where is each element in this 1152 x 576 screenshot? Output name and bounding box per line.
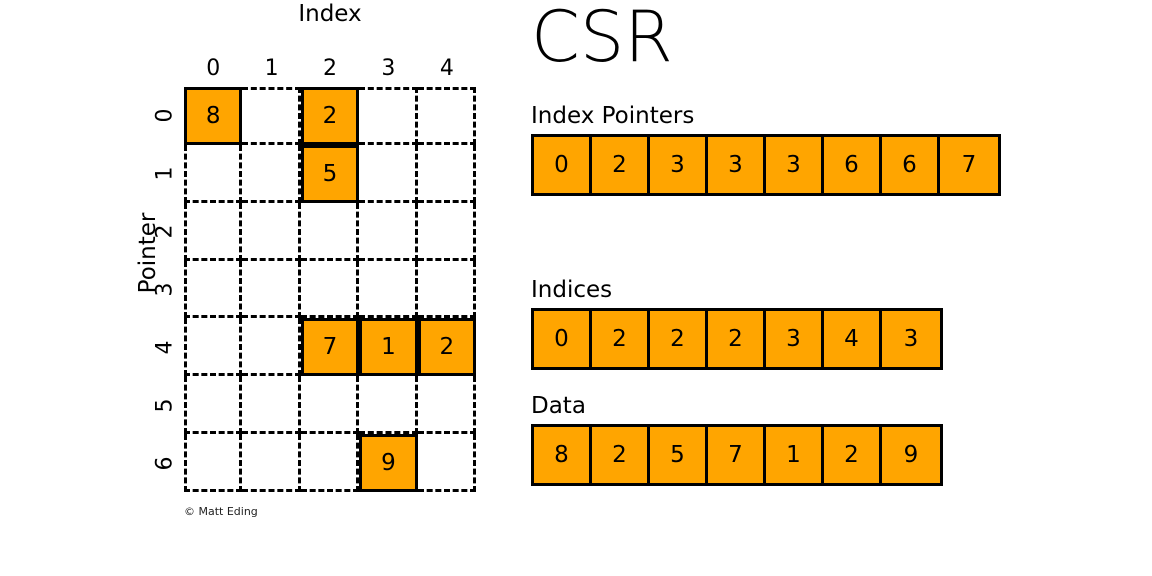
array-cell: 6: [824, 137, 882, 193]
matrix-cell-filled: 8: [184, 87, 243, 145]
row-header-label: 1: [152, 166, 178, 181]
column-header-row: 0 1 2 3 4: [184, 56, 476, 84]
matrix-cell-empty: [359, 87, 418, 145]
matrix-cell-filled: 1: [359, 318, 418, 377]
matrix-cell-filled: 2: [300, 87, 360, 145]
matrix-cell-empty: [242, 376, 301, 435]
row-header-label: 3: [152, 282, 178, 297]
matrix-cell-empty: [242, 202, 301, 261]
matrix-cell-empty: [184, 144, 243, 203]
matrix-cell-empty: [417, 87, 476, 145]
array-cell: 3: [882, 311, 940, 367]
array-cell: 3: [766, 137, 824, 193]
data-label: Data: [531, 393, 586, 419]
array-cell: 1: [766, 427, 824, 483]
array-cell: 4: [824, 311, 882, 367]
array-cell: 7: [940, 137, 998, 193]
array-cell: 2: [592, 311, 650, 367]
row-header-6: 6: [150, 434, 180, 492]
matrix-cell-empty: [242, 434, 301, 492]
column-header-4: 4: [439, 56, 454, 81]
row-header-label: 0: [152, 108, 178, 123]
array-cell: 2: [592, 427, 650, 483]
row-header-3: 3: [150, 261, 180, 319]
matrix-cell-empty: [300, 202, 360, 261]
array-cell: 6: [882, 137, 940, 193]
matrix-cell-empty: [300, 434, 360, 492]
column-header-3: 3: [381, 56, 396, 81]
matrix-cell-empty: [300, 376, 360, 435]
row-header-0: 0: [150, 87, 180, 145]
indices-label: Indices: [531, 277, 613, 303]
row-header-column: 0 1 2 3 4 5 6: [150, 87, 180, 492]
page-title: CSR: [531, 0, 673, 78]
column-header-2: 2: [323, 56, 338, 81]
array-cell: 0: [534, 311, 592, 367]
index-pointers-label: Index Pointers: [531, 103, 695, 129]
row-header-label: 5: [152, 398, 178, 413]
matrix-cell-filled: 2: [417, 318, 476, 377]
matrix-cell-empty: [417, 202, 476, 261]
matrix-cell-filled: 9: [359, 434, 418, 492]
array-cell: 7: [708, 427, 766, 483]
matrix-cell-empty: [184, 202, 243, 261]
array-cell: 0: [534, 137, 592, 193]
array-cell: 5: [650, 427, 708, 483]
credit-text: © Matt Eding: [184, 505, 258, 518]
matrix-cell-empty: [359, 376, 418, 435]
array-cell: 2: [824, 427, 882, 483]
row-header-label: 6: [152, 456, 178, 471]
matrix-cell-empty: [242, 87, 301, 145]
column-header-0: 0: [206, 56, 221, 81]
matrix-cell-empty: [300, 260, 360, 319]
row-header-4: 4: [150, 318, 180, 376]
matrix-cell-empty: [417, 144, 476, 203]
row-header-5: 5: [150, 376, 180, 434]
array-cell: 2: [592, 137, 650, 193]
matrix-cell-empty: [417, 434, 476, 492]
x-axis-title: Index: [298, 1, 362, 27]
column-header-1: 1: [264, 56, 279, 81]
matrix-cell-empty: [184, 376, 243, 435]
matrix-cell-empty: [242, 144, 301, 203]
array-cell: 9: [882, 427, 940, 483]
matrix-cell-filled: 7: [300, 318, 360, 377]
array-cell: 8: [534, 427, 592, 483]
matrix-cell-empty: [184, 260, 243, 319]
matrix-cell-empty: [359, 202, 418, 261]
array-cell: 2: [650, 311, 708, 367]
array-cell: 3: [708, 137, 766, 193]
matrix-cell-empty: [359, 260, 418, 319]
row-header-label: 4: [152, 340, 178, 355]
array-cell: 3: [650, 137, 708, 193]
matrix-cell-empty: [242, 260, 301, 319]
matrix-cell-filled: 5: [300, 144, 360, 203]
matrix-cell-empty: [359, 144, 418, 203]
matrix-cell-empty: [417, 376, 476, 435]
array-cell: 3: [766, 311, 824, 367]
matrix-cell-empty: [184, 434, 243, 492]
matrix-cell-empty: [242, 318, 301, 377]
matrix-cell-empty: [417, 260, 476, 319]
row-header-2: 2: [150, 203, 180, 261]
row-header-1: 1: [150, 145, 180, 203]
matrix-cell-empty: [184, 318, 243, 377]
array-cell: 2: [708, 311, 766, 367]
row-header-label: 2: [152, 224, 178, 239]
